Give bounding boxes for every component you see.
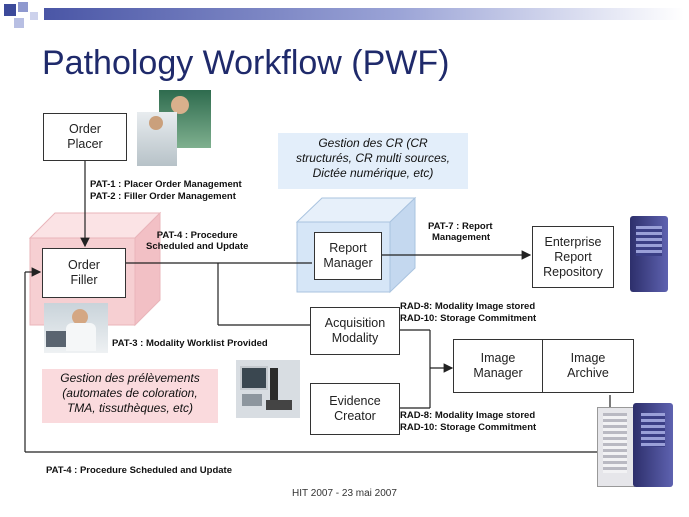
gestion-prel-line2: (automates de coloration, <box>62 386 198 400</box>
rad8-upper-label: RAD-8: Modality Image stored <box>400 301 536 312</box>
rad10-lower-label: RAD-10: Storage Commitment <box>400 422 537 433</box>
corner-squares <box>0 0 44 40</box>
pat4-bottom-label: PAT-4 : Procedure Scheduled and Update <box>46 465 232 476</box>
order-placer-line2: Placer <box>67 137 103 151</box>
gestion-prel-line1: Gestion des prélèvements <box>60 371 200 385</box>
header-gradient-bar <box>44 8 684 20</box>
image-archive-line1: Image <box>570 351 606 365</box>
gestion-cr-note: Gestion des CR (CR structurés, CR multi … <box>278 133 468 189</box>
acquisition-modality-box: Acquisition Modality <box>310 307 400 355</box>
evidence-line2: Creator <box>334 409 376 423</box>
server-rack-image <box>597 403 677 489</box>
gestion-cr-line1: Gestion des CR (CR <box>318 136 428 150</box>
pat1-label: PAT-1 : Placer Order Management <box>90 179 242 190</box>
pat4-top-line1: PAT-4 : Procedure <box>156 230 238 241</box>
rad10-upper-label: RAD-10: Storage Commitment <box>400 313 537 324</box>
enterprise-report-repository-box: Enterprise Report Repository <box>532 226 614 288</box>
acquisition-line2: Modality <box>331 331 379 345</box>
gestion-cr-line2: structurés, CR multi sources, <box>295 151 451 165</box>
report-manager-line2: Manager <box>323 256 373 270</box>
evidence-creator-box: Evidence Creator <box>310 383 400 435</box>
order-filler-line1: Order <box>68 258 100 272</box>
gestion-prel-line3: TMA, tissuthèques, etc) <box>66 401 194 415</box>
pat7-label: PAT-7 : Report Management <box>428 221 493 243</box>
report-manager-line1: Report <box>329 241 367 255</box>
enterprise-line2: Report <box>554 249 592 264</box>
pat4-top-line2: Scheduled and Update <box>146 241 249 252</box>
pat3-label: PAT-3 : Modality Worklist Provided <box>112 338 268 349</box>
acquisition-line1: Acquisition <box>324 316 386 330</box>
pat4-top-label: PAT-4 : Procedure Scheduled and Update <box>146 230 248 252</box>
evidence-line1: Evidence <box>329 394 381 408</box>
order-filler-line2: Filler <box>70 273 98 287</box>
pat7-line1: PAT-7 : Report <box>428 221 493 232</box>
pat7-line2: Management <box>432 232 491 243</box>
report-manager-box: Report Manager <box>314 232 382 280</box>
image-manager-line1: Image <box>480 351 516 365</box>
enterprise-line1: Enterprise <box>544 234 602 249</box>
image-manager-line2: Manager <box>473 366 523 380</box>
microscope-photo-image <box>236 360 300 418</box>
doctor-photo-image <box>137 90 211 168</box>
enterprise-line3: Repository <box>543 264 603 279</box>
image-manager-box: Image Manager <box>453 339 543 393</box>
pat2-label: PAT-2 : Filler Order Management <box>90 191 236 202</box>
slide-title: Pathology Workflow (PWF) <box>42 44 450 82</box>
image-archive-box: Image Archive <box>542 339 634 393</box>
order-placer-line1: Order <box>69 122 101 136</box>
server-tower-image <box>624 216 674 294</box>
gestion-cr-line3: Dictée numérique, etc) <box>312 166 434 180</box>
rad8-lower-label: RAD-8: Modality Image stored <box>400 410 536 421</box>
lab-technician-photo-image <box>44 303 108 353</box>
footer-text: HIT 2007 - 23 mai 2007 <box>292 488 397 499</box>
gestion-prelevements-note: Gestion des prélèvements (automates de c… <box>42 369 218 423</box>
image-archive-line2: Archive <box>567 366 609 380</box>
order-filler-box: Order Filler <box>42 248 126 298</box>
order-placer-box: Order Placer <box>43 113 127 161</box>
